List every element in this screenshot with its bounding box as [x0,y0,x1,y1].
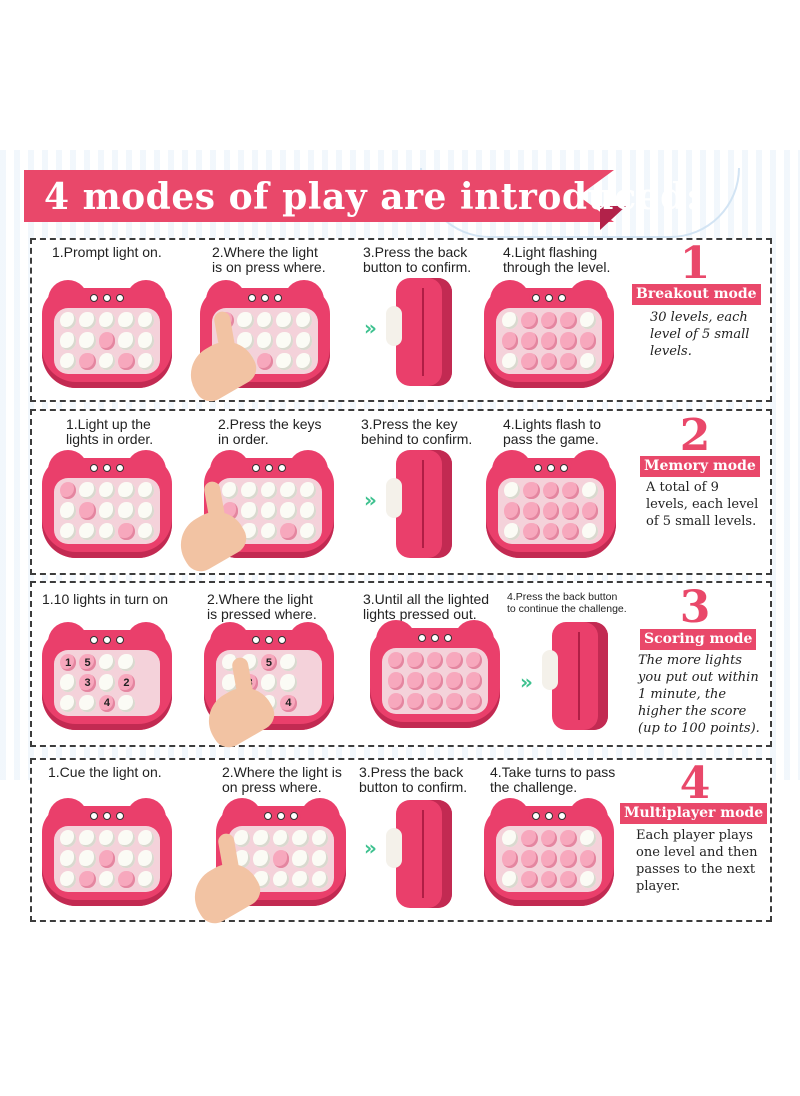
pad-number: 3 [79,674,96,692]
step-caption: 4.Lights flash to pass the game. [503,416,602,448]
toy-device: 5 3 4 [204,622,334,730]
step-caption: 4.Press the back button to continue the … [507,591,627,615]
double-chevron-right-icon: » [364,836,377,860]
mode-label: Breakout mode [632,284,761,305]
mode-description: A total of 9 levels, each level of 5 sma… [646,480,759,529]
step-caption: 3.Press the back button to confirm. [363,244,472,276]
mode-description: The more lights you put out within 1 min… [638,653,760,736]
step-caption: 4.Light flashing through the level. [503,244,611,276]
pad-number: 1 [60,654,77,672]
step-caption: 1.Light up the lights in order. [66,416,154,448]
toy-device [484,798,614,906]
toy-device [42,798,172,906]
toy-device-side-view [386,800,452,908]
mode-label: Multiplayer mode [620,803,768,824]
mode-description: 30 levels, each level of 5 small levels. [650,310,750,359]
toy-device-side-view [542,622,608,730]
mode-number: 3 [679,582,711,633]
mode-description: Each player plays one level and then pas… [636,828,758,894]
step-caption: 2.Where the light is on press where. [222,764,342,796]
title-banner [24,170,614,222]
pad-number: 4 [98,694,116,712]
pad-number: 5 [260,654,278,672]
step-caption: 2.Where the light is on press where. [212,244,326,276]
mode-number: 1 [679,238,711,289]
mode-number: 2 [679,410,711,461]
step-caption: 1.Cue the light on. [48,764,162,780]
toy-device [370,620,500,728]
step-caption: 3.Until all the lighted lights pressed o… [363,591,490,623]
pad-number: 4 [280,694,297,712]
double-chevron-right-icon: » [520,670,533,694]
toy-device: 1 5 3 2 4 [42,622,172,730]
page-title: 4 modes of play are introduced: [44,176,700,218]
toy-device [42,280,172,388]
pad-number: 2 [118,674,135,692]
toy-device [486,450,616,558]
toy-device [42,450,172,558]
toy-device [484,280,614,388]
step-caption: 4.Take turns to pass the challenge. [490,764,616,796]
step-caption: 3.Press the key behind to confirm. [361,416,473,448]
step-caption: 2.Where the light is pressed where. [207,591,317,623]
double-chevron-right-icon: » [364,488,377,512]
toy-device-side-view [386,278,452,386]
step-caption: 3.Press the back button to confirm. [359,764,468,796]
pad-number: 5 [79,654,96,672]
step-caption: 1.10 lights in turn on [42,591,169,607]
mode-label: Scoring mode [640,629,757,650]
mode-label: Memory mode [640,456,760,477]
toy-device-side-view [386,450,452,558]
step-caption: 1.Prompt light on. [52,244,162,260]
mode-number: 4 [679,758,711,809]
step-caption: 2.Press the keys in order. [218,416,322,448]
double-chevron-right-icon: » [364,316,377,340]
